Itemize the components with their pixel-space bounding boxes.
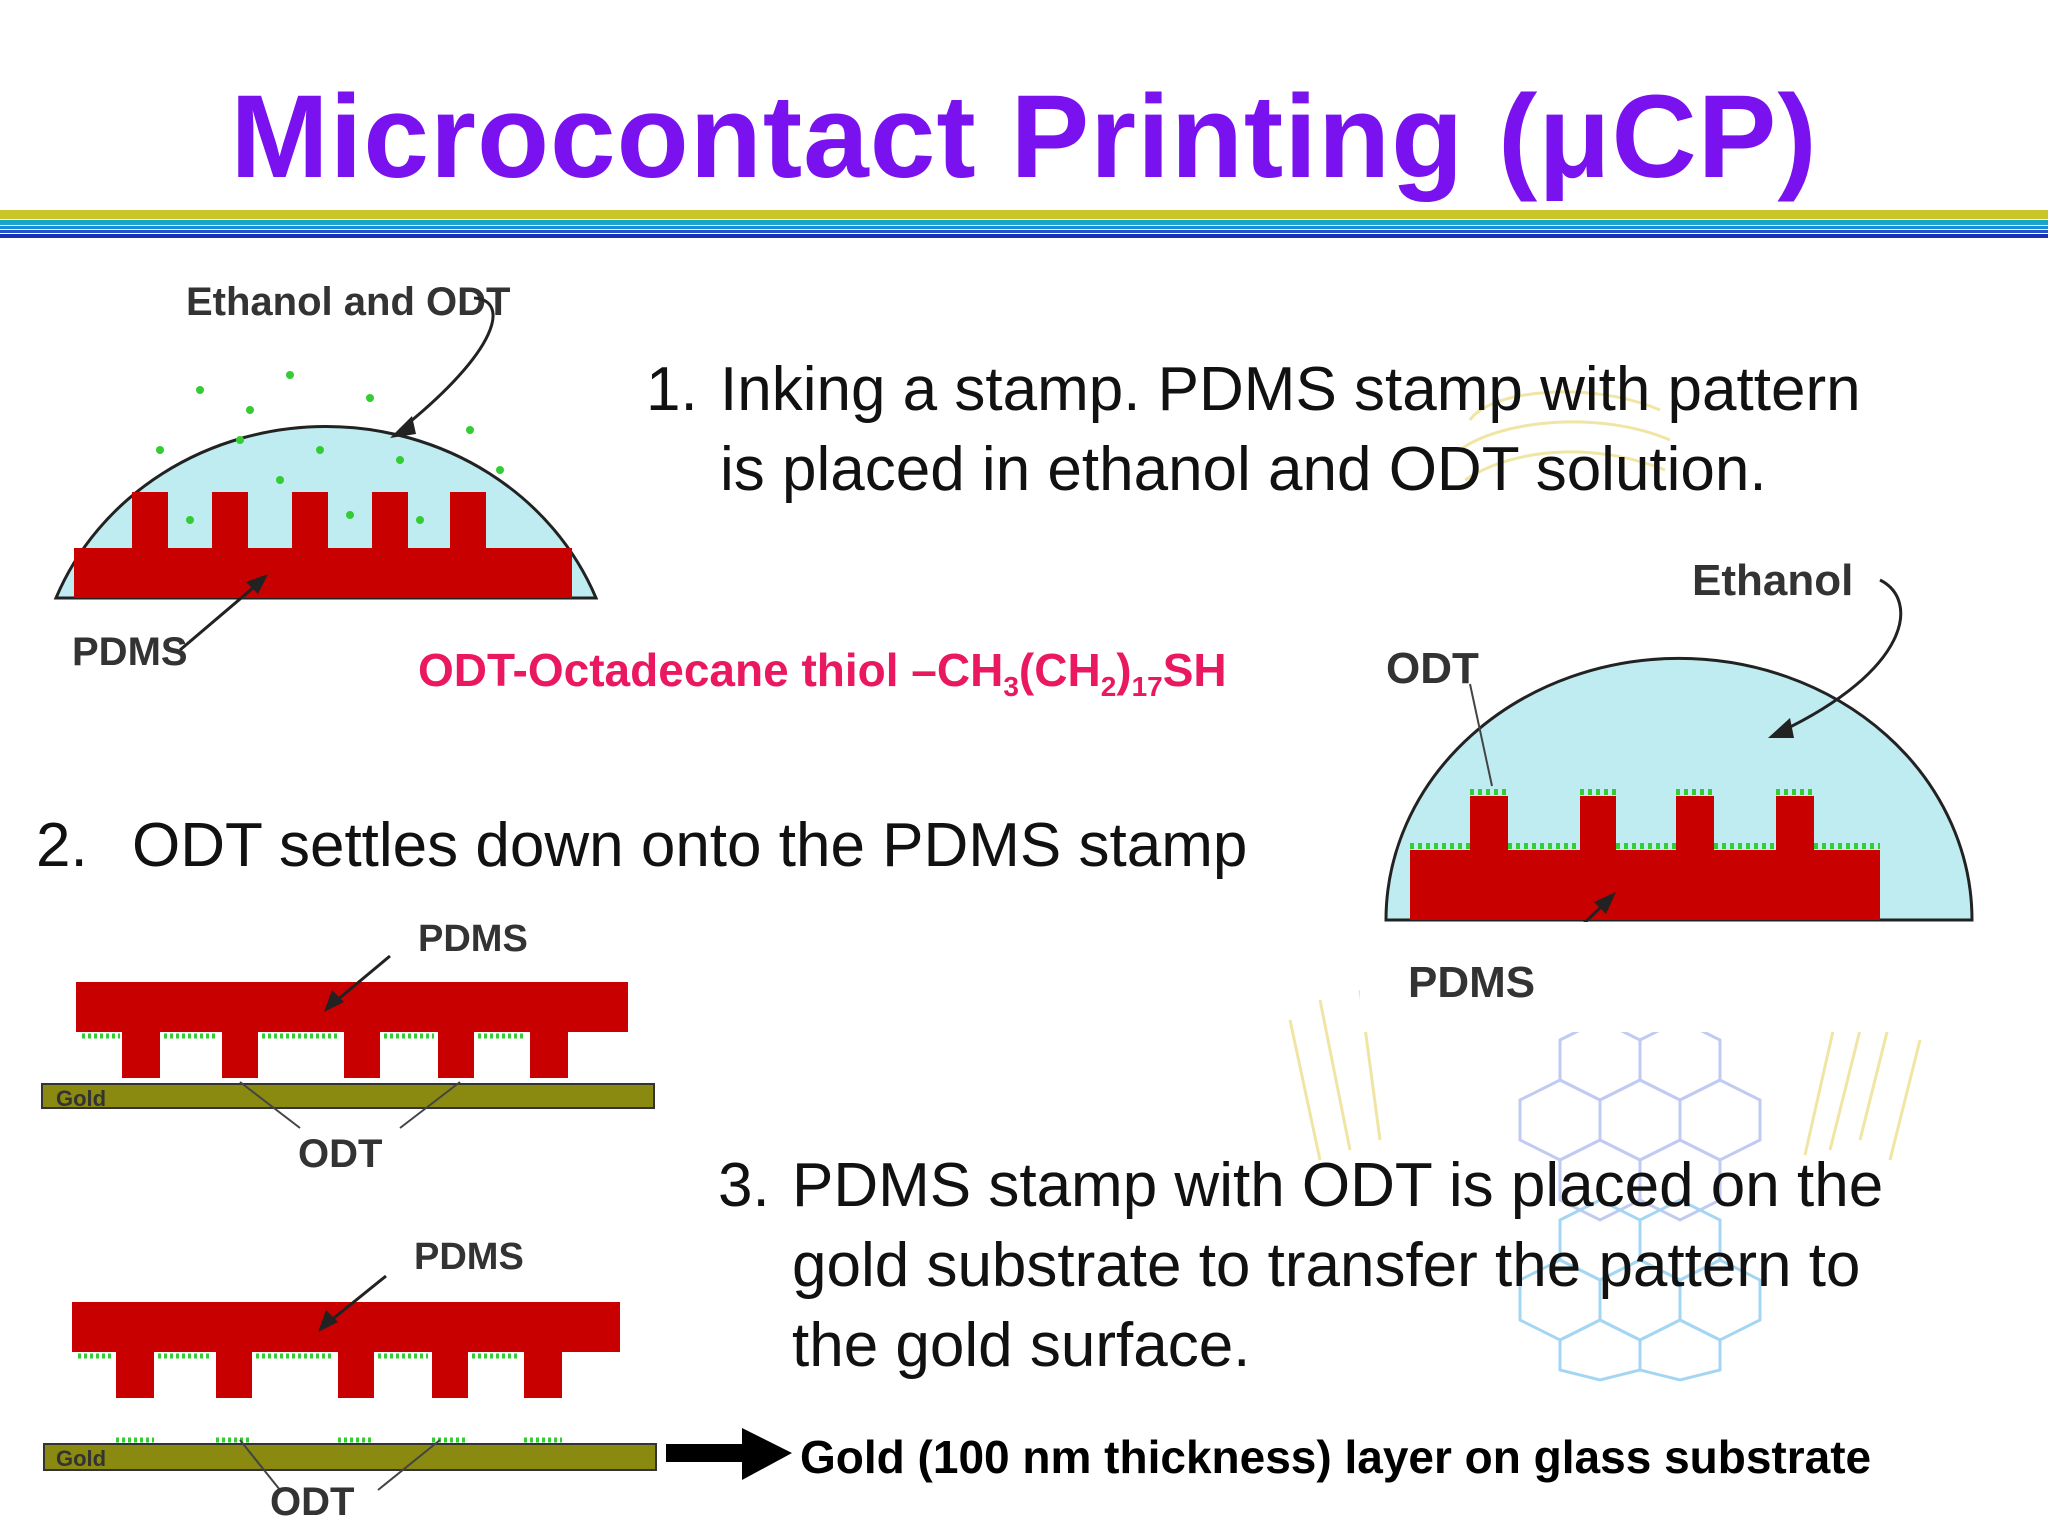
transfer-diagram: [43, 1274, 657, 1491]
formula-mid: (CH: [1018, 644, 1101, 696]
pdms-label-3: PDMS: [418, 918, 528, 960]
step-1-line-1: Inking a stamp. PDMS stamp with pattern: [720, 355, 1861, 424]
formula-sub-2: 2: [1100, 671, 1117, 703]
gold-note: Gold (100 nm thickness) layer on glass s…: [800, 1431, 1872, 1483]
step-2-number: 2.: [36, 811, 88, 880]
step-3: 3. PDMS stamp with ODT is placed on the …: [718, 1146, 2018, 1396]
formula-suffix: SH: [1162, 644, 1227, 696]
stamp-on-gold-diagram: [41, 954, 655, 1129]
pdms-label-2: PDMS: [1408, 958, 1536, 1007]
step-3-number: 3.: [718, 1151, 770, 1220]
step-2: 2. ODT settles down onto the PDMS stamp: [36, 806, 1376, 886]
gold-label-1: Gold: [56, 1086, 107, 1111]
step-3-line-3: the gold surface.: [792, 1311, 1251, 1380]
settled-diagram-mask: [1360, 922, 1960, 1032]
pdms-label-4: PDMS: [414, 1236, 524, 1278]
right-arrow-icon: [666, 1428, 792, 1480]
odt-label-2: ODT: [1386, 644, 1479, 693]
step-3-line-1: PDMS stamp with ODT is placed on the: [792, 1151, 1884, 1220]
inking-diagram: [53, 296, 599, 652]
odt-label-4: ODT: [270, 1480, 355, 1524]
step-1-number: 1.: [646, 355, 698, 424]
slide-title: Microcontact Printing (μCP): [230, 71, 1818, 203]
formula-sub-1: 3: [1003, 671, 1019, 703]
gold-label-2: Gold: [56, 1446, 107, 1471]
formula-mid-2: ): [1116, 644, 1132, 696]
settled-diagram: [1384, 578, 1974, 1000]
header-rule: [0, 210, 2048, 238]
formula-prefix: ODT-Octadecane thiol –CH: [418, 644, 1004, 696]
pdms-label-1: PDMS: [72, 630, 188, 674]
step-1: 1. Inking a stamp. PDMS stamp with patte…: [646, 350, 2026, 520]
ethanol-label: Ethanol: [1692, 556, 1854, 605]
odt-label-3: ODT: [298, 1132, 383, 1176]
step-3-line-2: gold substrate to transfer the pattern t…: [792, 1231, 1861, 1300]
odt-formula: ODT-Octadecane thiol –CH3(CH2)17SH: [418, 643, 1227, 703]
step-1-line-2: is placed in ethanol and ODT solution.: [720, 435, 1767, 504]
step-2-line-1: ODT settles down onto the PDMS stamp: [132, 811, 1248, 880]
ethanol-and-odt-label: Ethanol and ODT: [186, 280, 511, 324]
formula-sub-3: 17: [1131, 671, 1163, 703]
